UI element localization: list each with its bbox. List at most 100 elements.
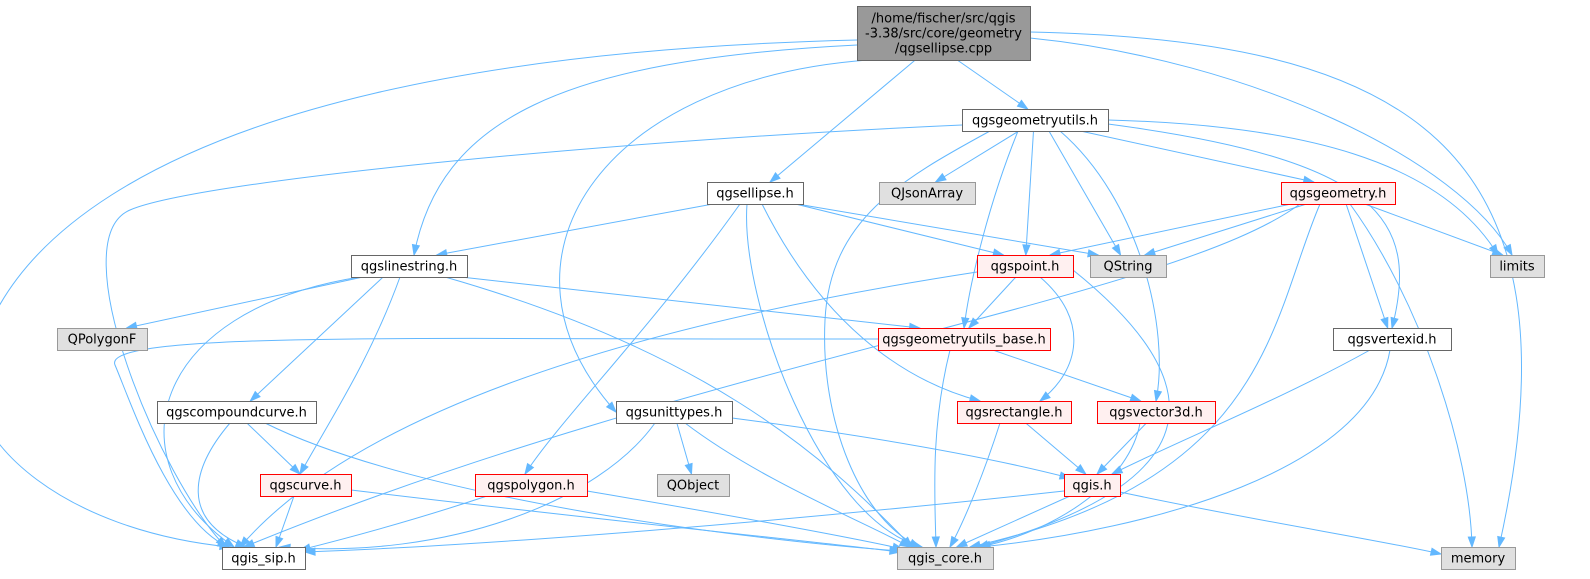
node-geometryutils[interactable]: qgsgeometryutils.h bbox=[962, 109, 1109, 132]
edge-qgis-to-memory bbox=[1119, 491, 1442, 555]
edge-geometryutils-to-sip bbox=[105, 124, 963, 548]
arrowhead-point-to-geomutilsbase bbox=[967, 317, 980, 330]
arrowhead-geometry-to-memory bbox=[1467, 536, 1476, 549]
edge-geometry-to-qstring bbox=[1144, 203, 1307, 256]
arrowhead-geometry-to-vertexid bbox=[1380, 316, 1389, 330]
node-polygon[interactable]: qgspolygon.h bbox=[475, 474, 588, 497]
node-box bbox=[1441, 547, 1516, 570]
node-label: QPolygonF bbox=[68, 333, 137, 348]
node-qgis[interactable]: qgis.h bbox=[1064, 474, 1121, 497]
edge-compoundcurve-to-sip bbox=[197, 422, 247, 548]
node-label: /qgsellipse.cpp bbox=[895, 42, 992, 57]
node-curve[interactable]: qgscurve.h bbox=[260, 474, 352, 497]
node-compoundcurve[interactable]: qgscompoundcurve.h bbox=[157, 401, 317, 424]
edge-ellipse-to-polygon bbox=[524, 203, 741, 475]
edge-geomutilsbase-to-core bbox=[934, 349, 951, 548]
node-qstring: QString bbox=[1090, 255, 1167, 278]
arrowhead-root-to-unittypes bbox=[605, 401, 618, 414]
node-label: limits bbox=[1499, 260, 1535, 275]
edge-geometryutils-to-qstring bbox=[1048, 130, 1121, 256]
arrowhead-geometry-to-sip bbox=[242, 539, 256, 548]
edge-unittypes-to-sip bbox=[279, 422, 656, 550]
edge-vertexid-to-qgis bbox=[1111, 349, 1371, 475]
arrowhead-geomutilsbase-to-vector3d bbox=[1129, 393, 1143, 402]
node-label: QJsonArray bbox=[891, 187, 963, 202]
edge-point-to-rectangle bbox=[1039, 276, 1075, 402]
arrowhead-geomutilsbase-to-core bbox=[931, 536, 940, 549]
node-label: qgslinestring.h bbox=[361, 260, 457, 275]
arrowhead-geometry-to-qstring bbox=[1143, 247, 1157, 256]
node-label: qgspoint.h bbox=[991, 260, 1060, 275]
node-vertexid[interactable]: qgsvertexid.h bbox=[1333, 328, 1452, 351]
arrowhead-root-to-memory bbox=[1497, 535, 1506, 549]
node-box bbox=[897, 547, 994, 570]
edge-root-to-ellipse bbox=[769, 59, 916, 183]
node-box bbox=[977, 255, 1074, 278]
arrowhead-unittypes-to-core bbox=[898, 538, 912, 548]
node-box bbox=[351, 255, 468, 278]
arrowhead-point-to-rectangle bbox=[1038, 391, 1051, 402]
edge-rectangle-to-qgis bbox=[1025, 422, 1087, 475]
node-box bbox=[222, 547, 306, 570]
edge-geometryutils-to-limits bbox=[1107, 119, 1499, 256]
edge-geometry-to-limits bbox=[1364, 203, 1503, 256]
edge-polygon-to-sip bbox=[299, 495, 488, 551]
edge-geomutilsbase-to-vector3d bbox=[992, 349, 1141, 402]
edge-ellipse-to-point bbox=[795, 203, 1004, 256]
node-box bbox=[260, 474, 352, 497]
arrowhead-root-to-linestring bbox=[411, 243, 421, 257]
node-box bbox=[157, 401, 317, 424]
edge-root-to-linestring bbox=[413, 44, 858, 256]
node-box bbox=[616, 401, 733, 424]
node-label: qgsunittypes.h bbox=[626, 406, 723, 421]
arrowhead-linestring-to-compoundcurve bbox=[249, 390, 261, 403]
edge-linestring-to-core bbox=[444, 276, 913, 548]
edge-geometry-to-memory bbox=[1349, 203, 1473, 548]
node-rectangle[interactable]: qgsrectangle.h bbox=[957, 401, 1072, 424]
node-point[interactable]: qgspoint.h bbox=[977, 255, 1074, 278]
arrowhead-geometryutils-to-vector3d bbox=[1153, 389, 1163, 403]
node-root[interactable]: /home/fischer/src/qgis-3.38/src/core/geo… bbox=[857, 6, 1031, 61]
edge-root-to-sip bbox=[0, 39, 858, 548]
edge-linestring-to-qpolygonf bbox=[126, 276, 364, 329]
node-box bbox=[657, 474, 730, 497]
edge-root-to-limits bbox=[1029, 37, 1513, 256]
edge-geomutilsbase-to-sip bbox=[114, 337, 879, 548]
node-box bbox=[1333, 328, 1452, 351]
arrowhead-ellipse-to-rectangle bbox=[968, 394, 982, 403]
edge-compoundcurve-to-curve bbox=[246, 422, 301, 475]
edge-geometryutils-to-geometry bbox=[1080, 130, 1314, 183]
edge-geometryutils-to-core bbox=[824, 130, 991, 548]
edge-root-to-unittypes bbox=[559, 59, 869, 413]
node-vector3d[interactable]: qgsvector3d.h bbox=[1097, 401, 1216, 424]
arrowhead-vector3d-to-qgis bbox=[1096, 463, 1108, 476]
node-core: qgis_core.h bbox=[897, 547, 994, 570]
arrowhead-geometry-to-limits bbox=[1491, 247, 1505, 256]
node-sip[interactable]: qgis_sip.h bbox=[222, 547, 306, 570]
arrowhead-compoundcurve-to-curve bbox=[289, 463, 302, 476]
node-ellipse[interactable]: qgsellipse.h bbox=[707, 182, 804, 205]
edge-geometry-to-point bbox=[1049, 203, 1292, 256]
node-box bbox=[1281, 182, 1396, 205]
edge-curve-to-core bbox=[350, 489, 901, 553]
edge-vector3d-to-core bbox=[979, 422, 1141, 548]
edge-ellipse-to-linestring bbox=[436, 203, 714, 256]
graph-nodes: /home/fischer/src/qgis-3.38/src/core/geo… bbox=[57, 6, 1545, 570]
arrowhead-root-to-ellipse bbox=[768, 172, 781, 183]
node-label: qgsvector3d.h bbox=[1109, 406, 1202, 421]
node-unittypes[interactable]: qgsunittypes.h bbox=[616, 401, 733, 424]
node-geomutilsbase[interactable]: qgsgeometryutils_base.h bbox=[878, 328, 1051, 351]
edge-point-to-core bbox=[977, 269, 1170, 548]
edge-polygon-to-core bbox=[586, 490, 904, 550]
node-box bbox=[707, 182, 804, 205]
node-linestring[interactable]: qgslinestring.h bbox=[351, 255, 468, 278]
node-qobject: QObject bbox=[657, 474, 730, 497]
node-limits: limits bbox=[1490, 255, 1545, 278]
arrowhead-ellipse-to-point bbox=[992, 248, 1005, 257]
edge-vector3d-to-qgis bbox=[1096, 422, 1147, 475]
node-box bbox=[957, 401, 1072, 424]
node-geometry[interactable]: qgsgeometry.h bbox=[1281, 182, 1396, 205]
node-label: qgsgeometryutils.h bbox=[972, 114, 1098, 129]
node-label: memory bbox=[1451, 552, 1506, 567]
